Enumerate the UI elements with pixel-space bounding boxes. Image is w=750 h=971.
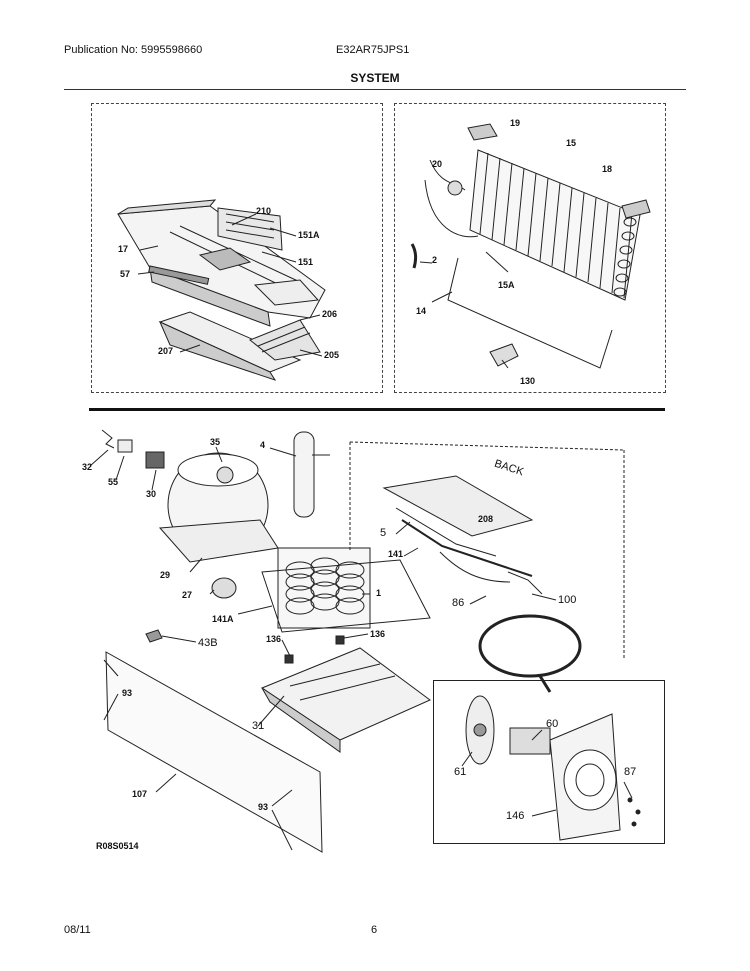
- compressor-drawing: [101, 429, 625, 853]
- part-label: 57: [120, 269, 131, 279]
- part-label: 60: [546, 718, 559, 730]
- evaporator-drawing: [410, 123, 651, 369]
- part-label: 107: [132, 789, 148, 799]
- part-label: 136: [266, 634, 282, 644]
- section-divider: [89, 408, 665, 411]
- diagram-reference: R08S0514: [96, 841, 139, 851]
- page-number: 6: [371, 924, 378, 936]
- part-label: 30: [146, 489, 157, 499]
- part-label: 87: [624, 766, 637, 778]
- part-label: 86: [452, 597, 465, 609]
- part-label: 141: [388, 549, 404, 559]
- part-label: 15: [566, 138, 577, 148]
- leader-lines: [89, 446, 633, 851]
- part-label: 93: [258, 802, 269, 812]
- part-label: 61: [454, 766, 467, 778]
- part-label: 15A: [498, 280, 515, 290]
- model-number: E32AR75JPS1: [336, 44, 410, 56]
- part-label: 136: [370, 629, 386, 639]
- part-label: 93: [122, 688, 133, 698]
- part-label: 31: [252, 720, 265, 732]
- part-label: 146: [506, 810, 525, 822]
- publication-number: Publication No: 5995598660: [64, 44, 203, 56]
- part-label: 4: [260, 440, 266, 450]
- part-label: 5: [380, 527, 387, 539]
- part-label: 19: [510, 118, 521, 128]
- evaporator-panel: [394, 103, 666, 393]
- header-rule: [64, 89, 686, 90]
- part-label: 43B: [198, 637, 218, 649]
- fan-drawing: [465, 695, 641, 841]
- part-label: 210: [256, 206, 272, 216]
- part-label: 151: [298, 257, 314, 267]
- part-label: 151A: [298, 230, 320, 240]
- part-label: 1: [376, 588, 382, 598]
- part-label: 27: [182, 590, 193, 600]
- part-label: 35: [210, 437, 221, 447]
- part-label: 205: [324, 350, 340, 360]
- footer-date: 08/11: [64, 924, 91, 936]
- control-assembly-panel: [91, 103, 383, 393]
- part-label: 130: [520, 376, 536, 386]
- part-label: 141A: [212, 614, 234, 624]
- condenser-fan-panel: [433, 680, 665, 844]
- part-label: 14: [416, 306, 427, 316]
- part-label: 32: [82, 462, 93, 472]
- control-housing-drawing: [117, 199, 326, 381]
- part-label: 207: [158, 346, 174, 356]
- part-label: 20: [432, 159, 443, 169]
- part-label: 2: [432, 255, 438, 265]
- part-label: 29: [160, 570, 171, 580]
- part-label: 206: [322, 309, 338, 319]
- part-label: 18: [602, 164, 613, 174]
- part-label: 100: [558, 594, 577, 606]
- part-label: 17: [118, 244, 129, 254]
- part-label: 55: [108, 477, 119, 487]
- section-title: SYSTEM: [350, 71, 400, 85]
- part-label: 208: [478, 514, 494, 524]
